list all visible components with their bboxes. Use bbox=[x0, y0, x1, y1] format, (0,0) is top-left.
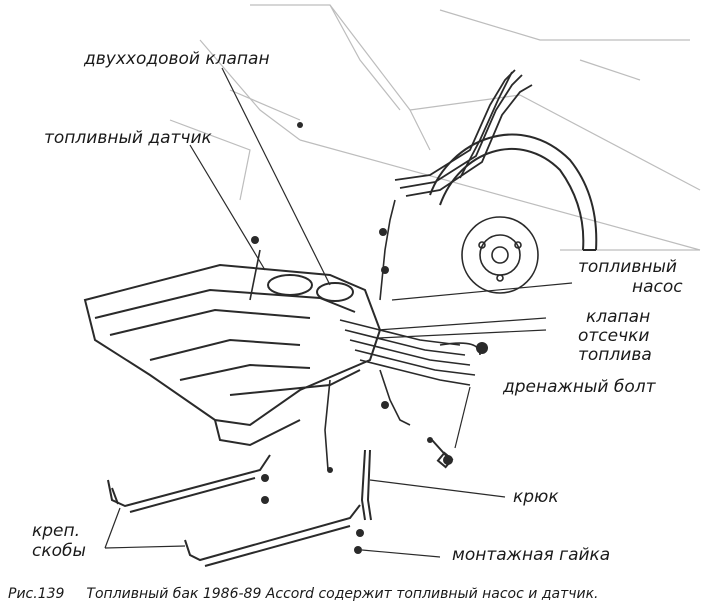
label-fuel-pump-line-2: насос bbox=[632, 277, 683, 297]
small-parts bbox=[251, 122, 488, 554]
caption-text: Топливный бак 1986-89 Accord содержит то… bbox=[86, 586, 599, 602]
drain-bolt-shape bbox=[431, 439, 454, 469]
fuel-tank bbox=[83, 263, 382, 447]
wheel-arch bbox=[429, 133, 598, 251]
car-body-outline bbox=[169, 4, 701, 251]
label-fuel-gauge-sender: топливный датчик bbox=[44, 128, 212, 148]
label-cutoff-valve-line-2: отсечки bbox=[578, 326, 650, 346]
filler-pipes bbox=[394, 69, 533, 197]
label-mounting-nut: монтажная гайка bbox=[452, 545, 611, 565]
leader-lines bbox=[104, 67, 573, 558]
label-fuel-pump-line-1: топливный bbox=[578, 257, 677, 277]
caption-number: Рис.139 bbox=[8, 586, 65, 602]
figure-caption: Рис.139 Топливный бак 1986-89 Accord соде… bbox=[8, 586, 599, 602]
wheel-hub bbox=[461, 216, 539, 294]
label-bracket-line-2: скобы bbox=[32, 541, 86, 561]
label-cutoff-valve-line-3: топлива bbox=[578, 345, 652, 365]
label-cutoff-valve-line-1: клапан bbox=[586, 307, 651, 327]
tank-straps bbox=[107, 449, 372, 567]
label-two-way-valve: двухходовой клапан bbox=[84, 49, 270, 69]
label-drain-bolt: дренажный болт bbox=[503, 377, 656, 397]
label-hook: крюк bbox=[513, 487, 559, 507]
label-bracket-line-1: креп. bbox=[32, 521, 81, 541]
